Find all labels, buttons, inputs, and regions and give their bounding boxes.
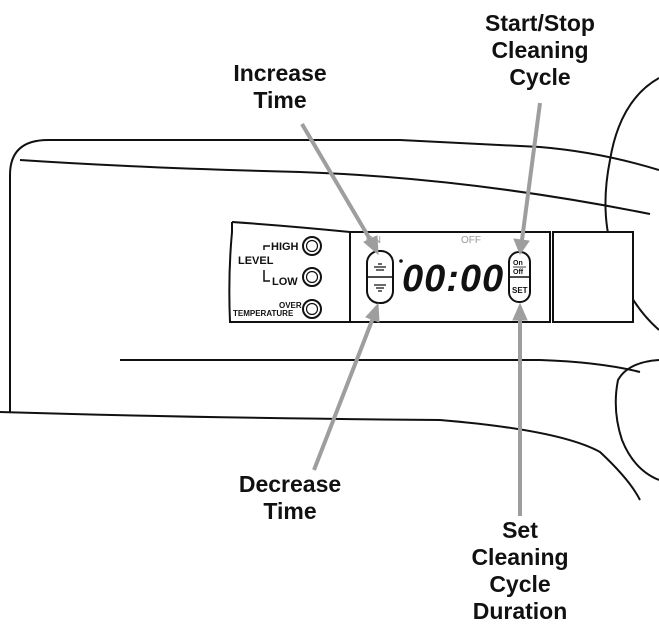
middle-contour-line	[120, 359, 641, 373]
decrease-time-button[interactable]	[369, 278, 391, 301]
decrease-time-arrow	[312, 302, 380, 471]
display-frame-extension	[552, 231, 634, 323]
callout-arrows	[300, 102, 542, 516]
start-stop-callout: Start/Stop Cleaning Cycle	[460, 10, 620, 91]
right-lower-housing-curve	[614, 359, 659, 481]
high-level-light-inner	[305, 239, 319, 253]
lower-contour-line	[0, 411, 641, 501]
top-contour-line	[19, 159, 651, 215]
machine-body-outline	[9, 139, 659, 412]
high-level-light	[302, 236, 322, 256]
on-off-button[interactable]: On Off	[513, 260, 526, 276]
low-level-light-inner	[305, 270, 319, 284]
callout-line: Time	[253, 87, 307, 113]
callout-line: Duration	[472, 598, 568, 624]
on-off-button-on-label: On	[513, 260, 523, 267]
high-label: HIGH	[271, 241, 299, 253]
callout-line: Decrease	[238, 471, 342, 497]
off-indicator-label: OFF	[461, 235, 481, 246]
panel-left-tab-outline	[228, 222, 350, 323]
callout-line: Cycle	[509, 64, 571, 90]
callout-line: Cleaning	[471, 544, 569, 570]
panel-upper-tab-line	[231, 221, 351, 233]
increase-time-callout: Increase Time	[205, 60, 355, 114]
machine-outline	[0, 77, 659, 501]
cycle-buttons: On Off SET	[508, 251, 531, 303]
lcd-display-window	[400, 250, 503, 305]
callout-line: Cycle	[489, 571, 551, 597]
set-duration-arrow	[512, 302, 528, 516]
time-display: 00:00	[402, 258, 504, 300]
decrease-icon	[374, 284, 386, 292]
time-adjust-buttons	[366, 250, 394, 304]
temperature-label: TEMPERATURE	[233, 309, 294, 318]
display-dot	[399, 259, 403, 263]
callout-line: Time	[263, 498, 317, 524]
level-indicators: HIGH LEVEL LOW OVER TEMPERATURE	[233, 236, 322, 319]
on-off-button-off-label: Off	[513, 269, 524, 276]
set-duration-callout: Set Cleaning Cycle Duration	[440, 517, 600, 625]
set-button-label: SET	[512, 286, 528, 295]
callout-line: Set	[502, 517, 538, 543]
set-button[interactable]: SET	[512, 286, 528, 295]
low-level-light	[302, 267, 322, 287]
callout-line: Start/Stop	[485, 10, 595, 36]
over-temperature-light	[302, 299, 322, 319]
over-label: OVER	[279, 301, 302, 310]
callout-line: Cleaning	[491, 37, 589, 63]
increase-time-arrow	[300, 122, 379, 256]
level-label: LEVEL	[238, 255, 274, 267]
level-bracket	[263, 245, 270, 282]
increase-time-button[interactable]	[369, 253, 391, 276]
low-label: LOW	[272, 276, 298, 288]
over-temperature-light-inner	[305, 302, 319, 316]
decrease-time-callout: Decrease Time	[215, 471, 365, 525]
increase-icon	[374, 263, 386, 271]
start-stop-arrow	[513, 102, 542, 256]
callout-line: Increase	[233, 60, 327, 86]
